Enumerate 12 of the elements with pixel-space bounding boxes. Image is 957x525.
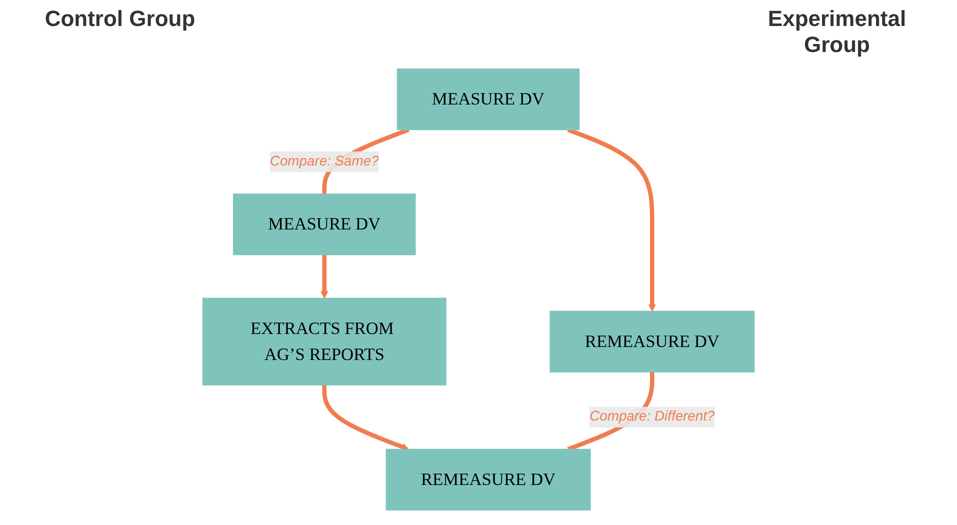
arrow bbox=[567, 128, 656, 312]
arrow bbox=[320, 254, 328, 299]
column-heading: Control Group bbox=[44, 6, 196, 33]
node-box: REMEASURE DV bbox=[386, 448, 591, 510]
node-box: EXTRACTS FROM AG’S REPORTS bbox=[202, 298, 446, 386]
node-box: REMEASURE DV bbox=[550, 310, 755, 372]
column-heading: Experimental Group bbox=[766, 6, 908, 59]
node-box: MEASURE DV bbox=[396, 68, 580, 130]
edge-label: Compare: Same? bbox=[270, 154, 379, 169]
edge-label: Compare: Different? bbox=[590, 409, 715, 424]
node-box: MEASURE DV bbox=[233, 194, 416, 256]
arrow bbox=[322, 385, 409, 450]
